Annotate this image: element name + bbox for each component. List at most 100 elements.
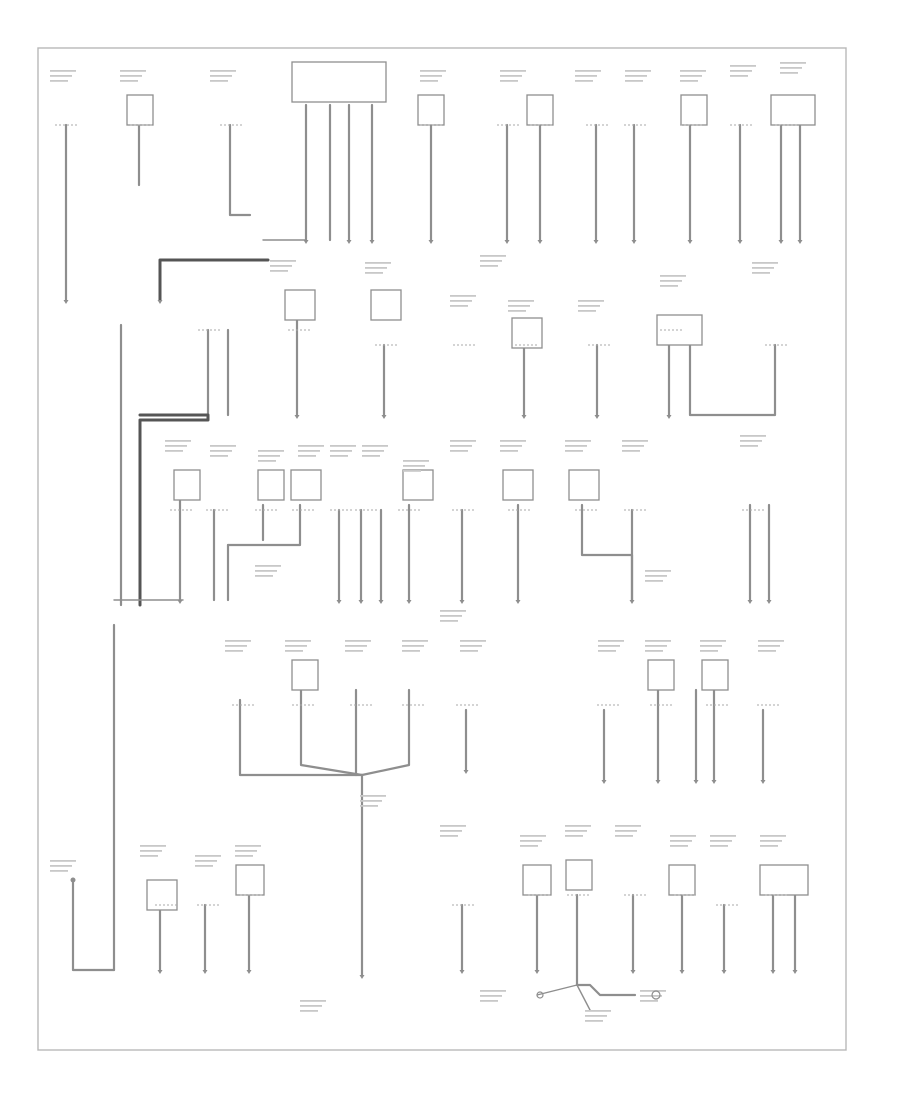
label-text-line	[565, 835, 583, 837]
ground-terminal	[369, 240, 375, 244]
label-text-line	[645, 575, 667, 577]
label-text-line	[760, 845, 778, 847]
label-text-line	[140, 855, 158, 857]
label-text-line	[360, 805, 378, 807]
label-text-line	[402, 640, 428, 642]
ground-terminal	[797, 240, 803, 244]
label-text-line	[625, 75, 647, 77]
ground-wire	[158, 258, 270, 302]
label-text-line	[450, 305, 468, 307]
ground-terminal	[459, 970, 465, 974]
label-text-line	[450, 295, 476, 297]
label-text-line	[500, 75, 522, 77]
label-text-line	[450, 445, 472, 447]
label-text-line	[670, 845, 688, 847]
label-text-line	[578, 305, 600, 307]
label-text-line	[420, 75, 442, 77]
label-text-line	[50, 860, 76, 862]
label-text-line	[622, 445, 644, 447]
label-text-line	[403, 465, 425, 467]
label-text-line	[730, 70, 752, 72]
label-text-line	[460, 640, 486, 642]
ground-terminal	[766, 600, 772, 604]
label-text-line	[645, 640, 671, 642]
label-text-line	[615, 830, 637, 832]
component-labels	[50, 62, 806, 1022]
label-text-line	[403, 460, 429, 462]
ground-terminal	[534, 970, 540, 974]
ground-terminal	[428, 240, 434, 244]
ground-wire	[580, 503, 634, 602]
label-text-line	[660, 275, 686, 277]
component-block	[126, 94, 154, 126]
ground-terminal	[792, 970, 798, 974]
ground-terminal	[687, 240, 693, 244]
label-text-line	[622, 450, 640, 452]
label-text-line	[300, 1005, 322, 1007]
label-text-line	[500, 70, 526, 72]
label-text-line	[120, 75, 142, 77]
label-text-line	[235, 850, 257, 852]
label-text-line	[258, 450, 284, 452]
label-text-line	[625, 70, 651, 72]
label-text-line	[140, 845, 166, 847]
label-text-line	[740, 445, 758, 447]
ground-terminal	[737, 240, 743, 244]
label-text-line	[640, 1000, 658, 1002]
label-text-line	[225, 640, 251, 642]
label-text-line	[165, 445, 187, 447]
ground-terminal	[246, 970, 252, 974]
label-text-line	[480, 255, 506, 257]
ground-terminal	[631, 240, 637, 244]
label-text-line	[365, 262, 391, 264]
label-text-line	[700, 650, 718, 652]
ground-wire	[575, 893, 637, 997]
ground-terminal	[760, 780, 766, 784]
ground-terminal	[358, 600, 364, 604]
ground-terminal	[346, 240, 352, 244]
component-block	[291, 61, 387, 103]
label-text-line	[440, 825, 466, 827]
label-text-line	[645, 570, 671, 572]
label-text-line	[210, 75, 232, 77]
label-text-line	[758, 650, 776, 652]
ground-terminal	[629, 600, 635, 604]
label-text-line	[440, 835, 458, 837]
ground-terminal	[504, 240, 510, 244]
ground-terminal	[202, 970, 208, 974]
label-text-line	[710, 845, 728, 847]
label-text-line	[360, 800, 382, 802]
label-text-line	[460, 650, 478, 652]
component-block	[568, 469, 600, 501]
label-text-line	[752, 267, 774, 269]
label-text-line	[298, 450, 320, 452]
ground-terminal	[381, 415, 387, 419]
label-text-line	[255, 565, 281, 567]
label-text-line	[270, 265, 292, 267]
ground-terminal	[406, 600, 412, 604]
component-block	[173, 469, 201, 501]
label-text-line	[270, 270, 288, 272]
label-text-line	[500, 440, 526, 442]
label-text-line	[575, 75, 597, 77]
label-text-line	[640, 990, 666, 992]
label-text-line	[565, 440, 591, 442]
ground-terminal	[157, 970, 163, 974]
label-text-line	[345, 640, 371, 642]
label-text-line	[460, 645, 482, 647]
ground-terminal	[177, 600, 183, 604]
label-text-line	[345, 650, 363, 652]
component-block	[770, 94, 816, 126]
diagram-border	[37, 47, 847, 1051]
label-text-line	[700, 640, 726, 642]
label-text-line	[362, 450, 384, 452]
ground-terminal	[515, 600, 521, 604]
label-text-line	[345, 645, 367, 647]
ground-terminal	[593, 240, 599, 244]
label-text-line	[270, 260, 296, 262]
label-text-line	[640, 995, 662, 997]
ground-terminal	[521, 415, 527, 419]
label-text-line	[362, 455, 380, 457]
label-text-line	[165, 450, 183, 452]
